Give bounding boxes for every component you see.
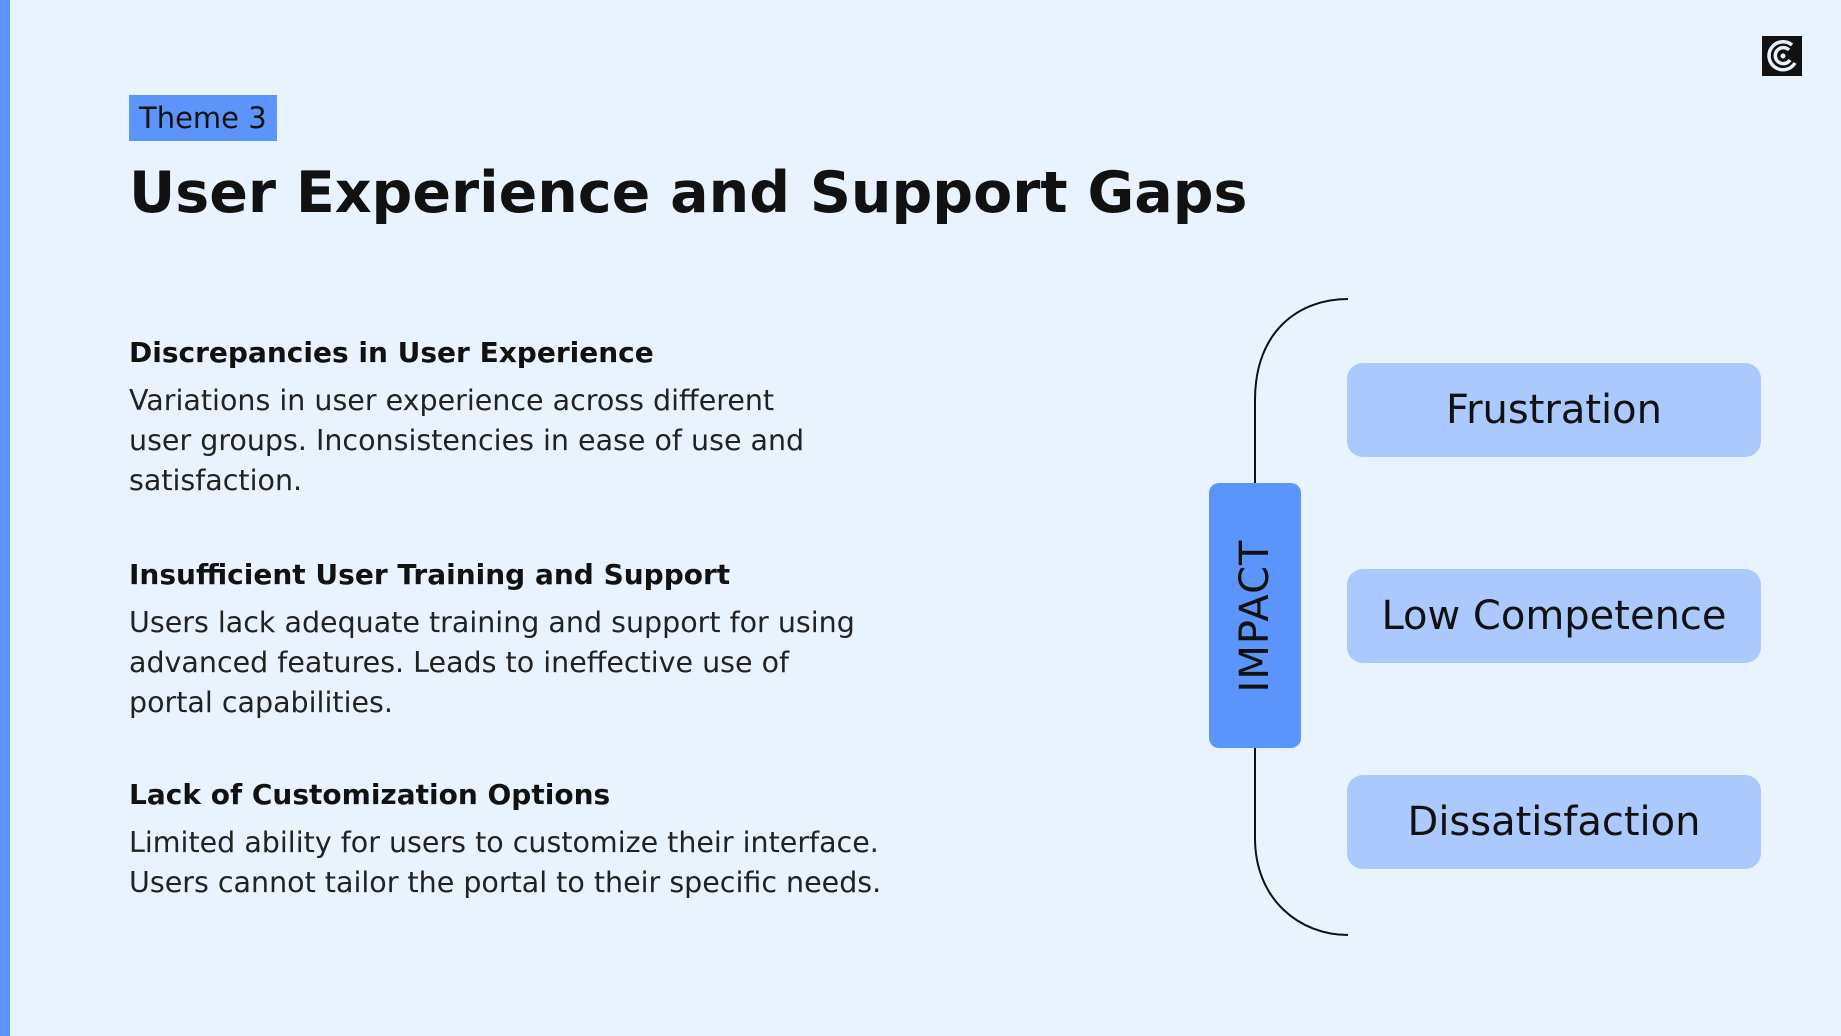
section-heading: Lack of Customization Options [129, 778, 611, 811]
body-line: Limited ability for users to customize t… [129, 826, 879, 859]
body-line: advanced features. Leads to ineffective … [129, 646, 790, 679]
logo-icon [1762, 36, 1802, 76]
impact-item-dissatisfaction: Dissatisfaction [1347, 775, 1761, 869]
body-line: portal capabilities. [129, 686, 393, 719]
impact-label: IMPACT [1232, 539, 1278, 692]
section-heading: Insufficient User Training and Support [129, 558, 731, 591]
theme-tag: Theme 3 [129, 95, 277, 141]
section-training: Insufficient User Training and Support U… [129, 555, 889, 723]
body-line: Variations in user experience across dif… [129, 384, 775, 417]
impact-item-frustration: Frustration [1347, 363, 1761, 457]
section-body: Users lack adequate training and support… [129, 603, 889, 723]
page-title: User Experience and Support Gaps [129, 160, 1248, 226]
impact-item-low-competence: Low Competence [1347, 569, 1761, 663]
body-line: Users lack adequate training and support… [129, 606, 855, 639]
accent-bar [0, 0, 10, 1036]
body-line: satisfaction. [129, 464, 303, 497]
body-line: user groups. Inconsistencies in ease of … [129, 424, 805, 457]
section-discrepancies: Discrepancies in User Experience Variati… [129, 333, 889, 501]
section-body: Variations in user experience across dif… [129, 381, 889, 501]
section-customization: Lack of Customization Options Limited ab… [129, 775, 889, 903]
impact-box: IMPACT [1209, 483, 1301, 748]
body-line: Users cannot tailor the portal to their … [129, 866, 882, 899]
section-heading: Discrepancies in User Experience [129, 336, 654, 369]
section-body: Limited ability for users to customize t… [129, 823, 889, 903]
